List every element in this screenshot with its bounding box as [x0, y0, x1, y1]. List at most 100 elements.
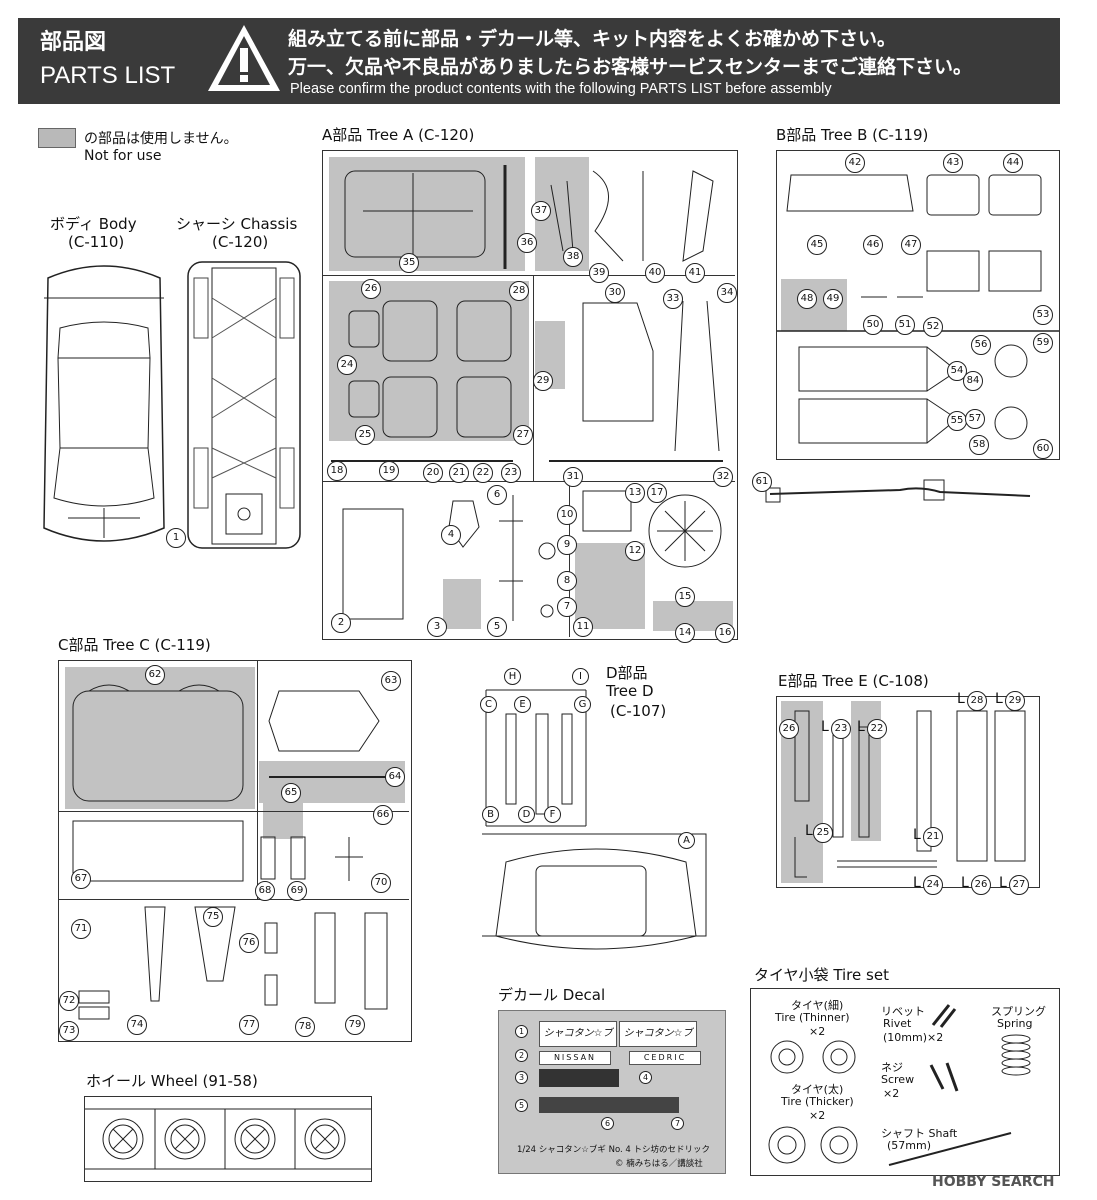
tree-a-title: A部品 Tree A (C-120)	[322, 126, 475, 144]
part-number-53: 53	[1033, 305, 1053, 325]
part-number-60: 60	[1033, 439, 1053, 459]
tree-a-grey-3	[443, 579, 481, 629]
part-number-65: 65	[281, 783, 301, 803]
part-number-5: 5	[487, 617, 507, 637]
part-number-34: 34	[717, 283, 737, 303]
screw-en: Screw	[881, 1073, 915, 1086]
warning-text-jp-1: 組み立てる前に部品・デカール等、キット内容をよくお確かめ下さい。	[288, 28, 897, 50]
tree-b-sprue-line	[765, 479, 1031, 503]
legend-text-en: Not for use	[84, 148, 162, 164]
part-number-27: 27	[513, 425, 533, 445]
tree-b-frame: 42 43 44 45 46 47 48 49 50 51 52 53 54 5…	[776, 150, 1060, 460]
warning-icon	[208, 25, 280, 91]
part-letter-G: G	[574, 696, 591, 713]
part-number-29: 29	[533, 371, 553, 391]
tree-e-l-mark-28: L	[957, 691, 965, 707]
part-number-21: 21	[449, 463, 469, 483]
wheel-frame	[84, 1096, 372, 1182]
decal-number-3: 3	[515, 1071, 528, 1084]
part-number-73: 73	[59, 1021, 79, 1041]
part-number-42: 42	[845, 153, 865, 173]
tree-a-grey-35	[329, 157, 525, 271]
part-number-50: 50	[863, 315, 883, 335]
decal-logo-1: シャコタン☆ブギ	[539, 1021, 617, 1063]
part-number-41: 41	[685, 263, 705, 283]
part-letter-C: C	[480, 696, 497, 713]
part-number-e-21: 21	[923, 827, 943, 847]
rivet-jp: リベット	[881, 1005, 925, 1018]
part-number-69: 69	[287, 881, 307, 901]
part-number-3: 3	[427, 617, 447, 637]
wheel-title: ホイール Wheel (91-58)	[86, 1072, 258, 1090]
wheel-parts-drawing	[85, 1108, 371, 1170]
shaft-label: シャフト Shaft	[881, 1127, 958, 1140]
tree-a-parts-drawing	[331, 165, 723, 621]
tree-e-frame: 26 L 23 L 22 L 28 L 29 L 25 L 21 L 24 L …	[776, 691, 1040, 895]
chassis-code: (C-120)	[212, 233, 269, 251]
tire-set-frame: タイヤ(細) Tire (Thinner) ×2 タイヤ(太) Tire (Th…	[750, 988, 1060, 1176]
part-number-49: 49	[823, 289, 843, 309]
part-number-63: 63	[381, 671, 401, 691]
part-number-e-25: 25	[813, 823, 833, 843]
tire-thin-jp: タイヤ(細)	[791, 999, 844, 1012]
part-number-13: 13	[625, 483, 645, 503]
part-number-45: 45	[807, 235, 827, 255]
decal-cedric: CEDRIC	[629, 1051, 701, 1065]
part-number-58: 58	[969, 435, 989, 455]
warning-text-jp-2: 万一、欠品や不良品がありましたらお客様サービスセンターまでご連絡下さい。	[288, 56, 973, 78]
header-banner: 部品図 PARTS LIST 組み立てる前に部品・デカール等、キット内容をよくお…	[18, 18, 1060, 104]
part-number-11: 11	[573, 617, 593, 637]
part-number-4: 4	[441, 525, 461, 545]
spring-icon	[1001, 1034, 1031, 1076]
decal-logo-2: シャコタン☆ブギ	[619, 1021, 697, 1063]
part-number-84: 84	[963, 371, 983, 391]
rivet-icon	[931, 1004, 957, 1028]
not-for-use-swatch	[38, 128, 76, 148]
rivet-en: Rivet	[883, 1017, 912, 1030]
part-number-e-24: 24	[923, 875, 943, 895]
page-title-jp: 部品図	[40, 30, 107, 55]
part-number-39: 39	[589, 263, 609, 283]
part-number-71: 71	[71, 919, 91, 939]
decal-caption-1: 1/24 シャコタン☆ブギ No. 4 トシ坊のセドリック	[517, 1145, 711, 1155]
part-letter-B: B	[482, 806, 499, 823]
tire-thick-qty: ×2	[809, 1109, 826, 1122]
tree-e-l-mark-24: L	[913, 875, 921, 891]
tree-b-parts-drawing	[777, 174, 1059, 444]
part-number-52: 52	[923, 317, 943, 337]
tree-e-title: E部品 Tree E (C-108)	[778, 672, 929, 690]
tree-e-l-mark-23: L	[821, 719, 829, 735]
part-number-74: 74	[127, 1015, 147, 1035]
decal-sheet: シャコタン☆ブギ シャコタン☆ブギ NISSAN CEDRIC 1 2 3 4 …	[498, 1010, 726, 1174]
tree-d-title-3: (C-107)	[610, 702, 667, 720]
part-number-44: 44	[1003, 153, 1023, 173]
part-number-72: 72	[59, 991, 79, 1011]
part-number-32: 32	[713, 467, 733, 487]
decal-number-4: 4	[639, 1071, 652, 1084]
tree-d-title-2: Tree D	[606, 682, 654, 700]
tree-c-grey-65	[263, 803, 303, 839]
part-letter-I: I	[572, 668, 589, 685]
tree-e-l-mark-21: L	[913, 827, 921, 843]
part-number-37: 37	[531, 201, 551, 221]
part-letter-F: F	[544, 806, 561, 823]
part-number-75: 75	[203, 907, 223, 927]
part-number-1: 1	[166, 528, 186, 548]
spring-en: Spring	[997, 1017, 1033, 1030]
part-letter-D: D	[518, 806, 535, 823]
tree-e-parts-drawing	[794, 710, 1026, 878]
warning-text-en: Please confirm the product contents with…	[290, 81, 832, 97]
part-number-78: 78	[295, 1017, 315, 1037]
part-number-62: 62	[145, 665, 165, 685]
part-number-30: 30	[605, 283, 625, 303]
part-number-57: 57	[965, 409, 985, 429]
tree-d-title-1: D部品	[606, 664, 648, 682]
decal-number-6: 6	[601, 1117, 614, 1130]
part-number-20: 20	[423, 463, 443, 483]
decal-panel	[539, 1069, 619, 1087]
part-number-43: 43	[943, 153, 963, 173]
decal-caption-2: © 楠みちはる／講談社	[615, 1159, 703, 1169]
part-number-14: 14	[675, 623, 695, 643]
part-number-64: 64	[385, 767, 405, 787]
tire-thin-qty: ×2	[809, 1025, 826, 1038]
